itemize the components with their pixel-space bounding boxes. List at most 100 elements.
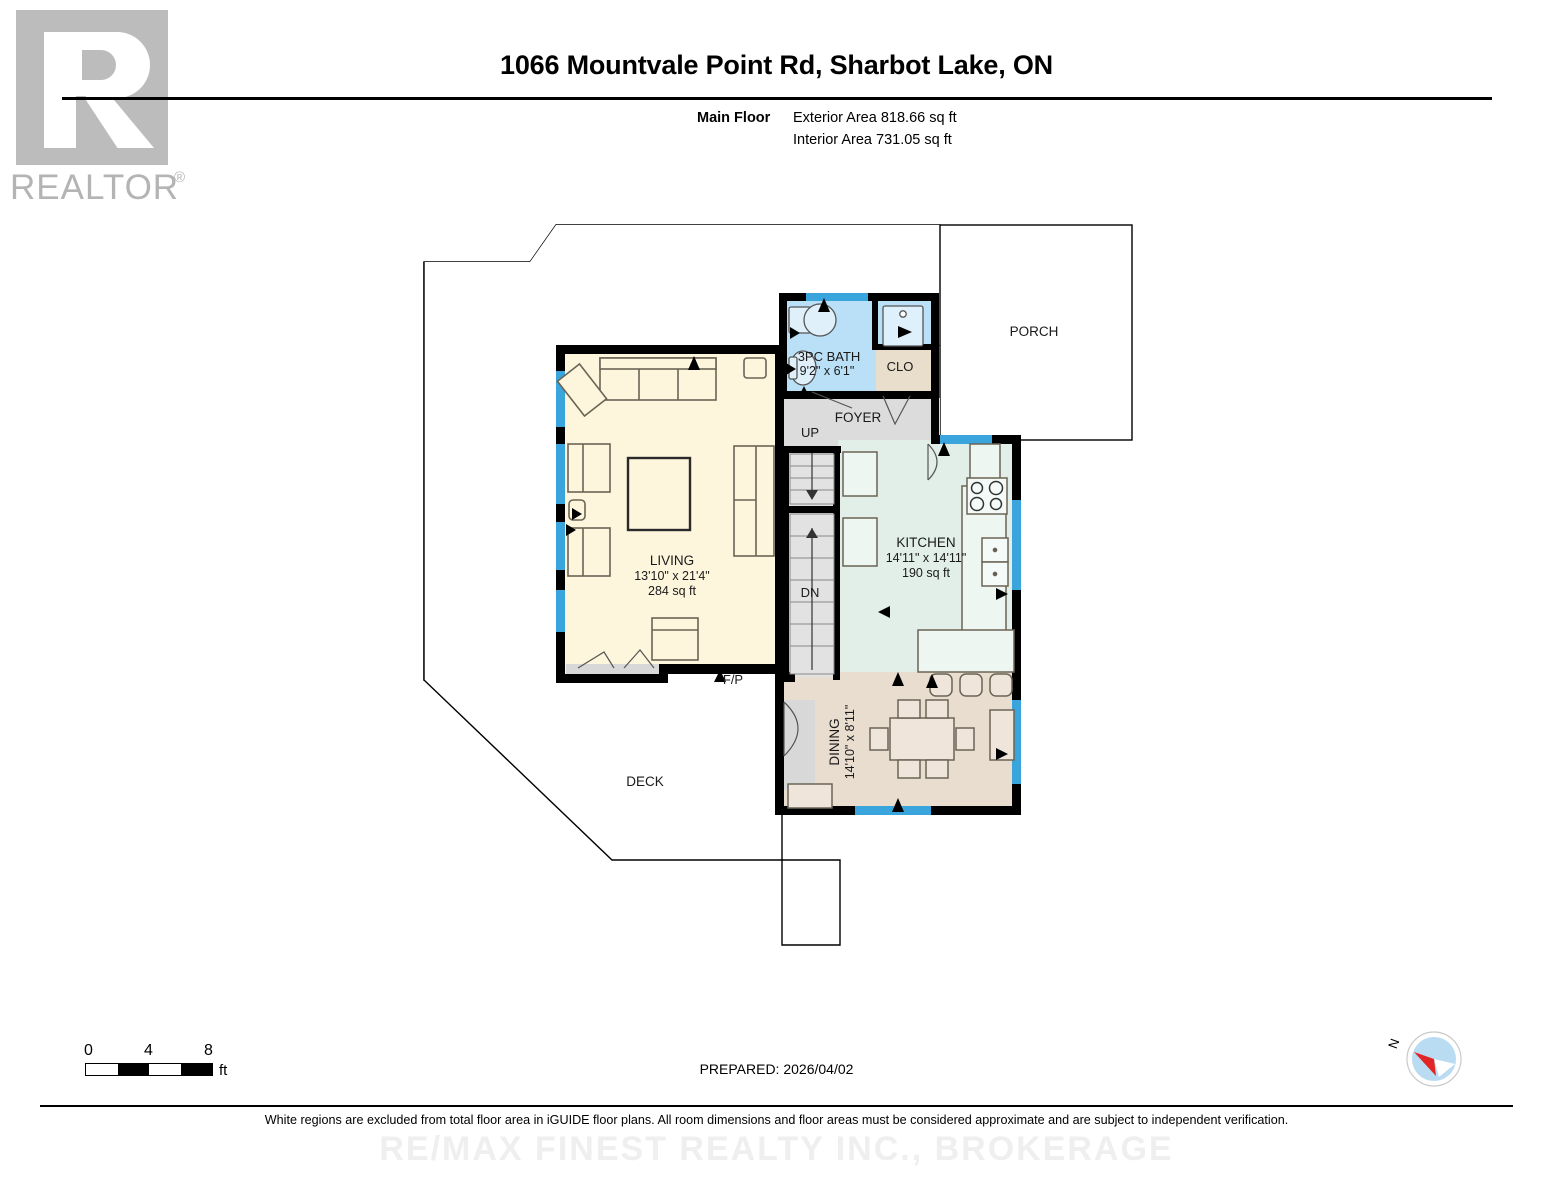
realtor-wordmark: REALTOR [10,168,180,207]
wall-bath-left [779,293,787,399]
scale-segment-1 [86,1064,118,1075]
compass-rose [1406,1031,1462,1087]
window-kitchen-right-1 [1012,500,1021,538]
arrow-kitchen-right [996,588,1008,600]
window-living-left-1 [556,371,565,427]
room-area-kitchen: 190 sq ft [902,566,950,580]
staircase-down [789,513,835,675]
arrow-foyer-entry [938,442,950,456]
view-direction-markers [566,298,1008,812]
wall-foyer-bottom [783,446,841,453]
stair-up-arrowhead [806,490,818,500]
arrow-sideboard [996,748,1008,760]
deck-region [424,225,940,945]
dining-chair-2 [925,699,949,719]
room-dims-bath: 9'2" x 6'1" [800,364,855,378]
realtor-r-counter [82,50,116,80]
bar-stool-2 [959,673,983,697]
wall-stair-left [783,452,789,680]
stair-dn-arrowhead [806,528,818,538]
header-divider [62,97,1492,100]
window-kitchen-right-2 [1012,528,1021,590]
arrow-island [926,674,938,688]
window-foyer-entry [940,435,992,444]
wall-living-right [775,345,784,675]
arrow-bath-door [786,363,796,375]
window-dining-right [1012,700,1021,784]
wall-living-top [556,345,782,354]
arrow-bath-shower [898,326,912,338]
window-living-left-2 [556,444,565,504]
room-label-closet: CLO [887,359,914,374]
porch-region [939,224,1133,441]
door-closet-swing [882,395,911,426]
wall-living-bottom [556,674,668,683]
island-counter [917,629,1015,673]
wall-bath-right [931,293,939,443]
window-living-left-3 [556,522,565,570]
living-furniture [556,357,775,661]
kitchen-fixtures [842,443,1015,673]
realtor-logo: REALTOR ® [8,6,208,216]
wall-stair-right [833,452,840,680]
room-area-living: 284 sq ft [648,584,696,598]
dining-chair-3 [897,759,921,779]
door-bath-leaf [811,391,853,409]
sofa-right [733,445,775,557]
arrow-living-top [818,298,830,312]
realtor-r-gap [76,96,86,148]
side-table-top-right [743,357,767,379]
footer-divider [40,1105,1513,1107]
burner-1 [970,481,984,495]
stairs-up-label: UP [801,425,819,440]
wall-stair-bottom [783,672,795,682]
area-rug [626,456,692,532]
dining-furniture [787,673,1015,809]
armchair-left [567,443,611,493]
deck-boundary [423,262,841,946]
compass-needle-red [1414,1052,1436,1076]
burner-4 [989,497,1003,511]
prepared-date: PREPARED: 2026/04/02 [699,1061,854,1077]
wall-stair-mid [783,506,840,513]
sink-double-2 [981,561,1009,587]
page-title: 1066 Mountvale Point Rd, Sharbot Lake, O… [500,50,1053,80]
room-label-dining: DINING [827,718,842,765]
scale-unit-label: ft [219,1062,228,1079]
room-dims-kitchen: 14'11" x 14'11" [886,551,967,565]
arrow-living-sofa [688,356,700,370]
scale-tick-8: 8 [204,1042,213,1059]
dining-cabinet [787,783,833,809]
scale-tick-0: 0 [84,1042,93,1059]
sink-drain-1 [992,547,998,553]
arrow-dining-top [892,672,904,686]
arrow-dining-bottom [892,798,904,812]
scale-tick-4: 4 [144,1042,153,1059]
ottoman [651,617,699,661]
arrow-vanity [790,327,800,339]
bar-stool-3 [989,673,1013,697]
closet-fill [876,348,932,392]
realtor-logo-mark [16,10,168,165]
disclaimer-text: White regions are excluded from total fl… [264,1113,1289,1127]
compass-needle-white [1434,1059,1455,1077]
sink-drain-2 [992,571,998,577]
door-living-swing-r [623,649,655,669]
door-dining-swing [783,701,799,757]
door-entry-swing [927,443,938,481]
wall-kitchen-right [1012,435,1021,815]
wall-bath-bottom [779,391,939,399]
fireplace-label: F/P [723,672,743,687]
scale-segment-3 [149,1064,181,1075]
arrow-kitchen-bottom [878,606,890,618]
room-dims-living: 13'10" x 21'4" [634,569,710,583]
realtor-r-stem [44,32,82,148]
room-label-deck: DECK [626,774,664,789]
dining-chair-6 [955,727,975,751]
burner-2 [988,480,1004,496]
fridge [842,451,878,497]
room-label-bath: 3PC BATH [798,349,861,364]
sofa-main-back [599,357,717,370]
dining-chair-1 [897,699,921,719]
dining-door-threshold [782,700,815,790]
